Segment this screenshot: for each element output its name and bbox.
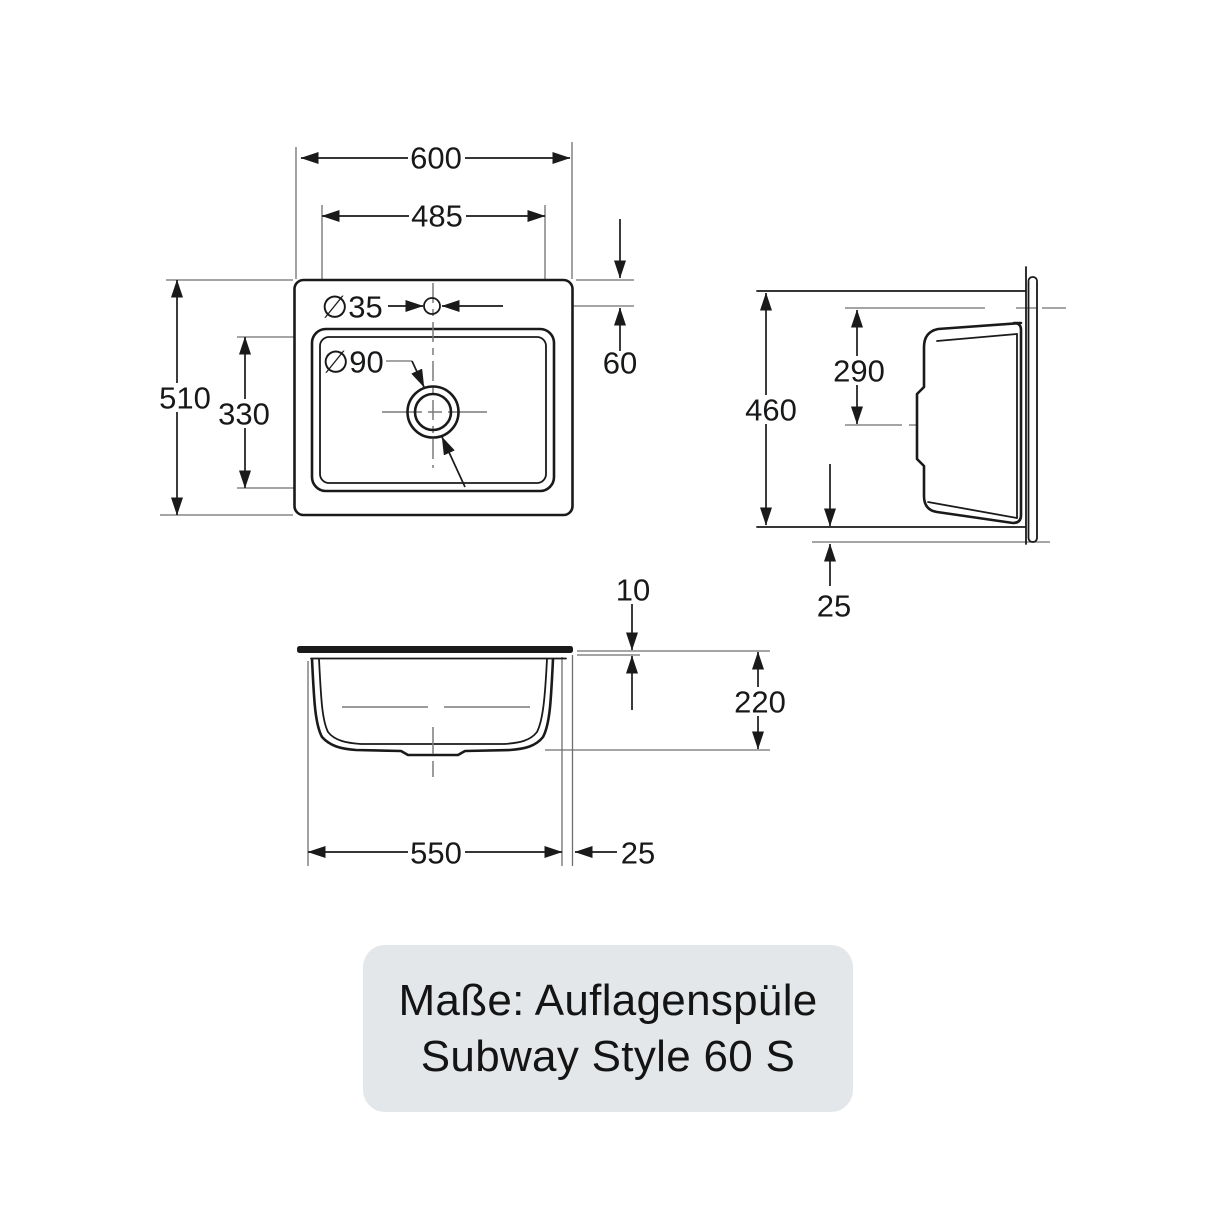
side-flange — [1027, 276, 1038, 543]
dim-plan-tap-hole-offset: 60 — [603, 346, 637, 381]
side-bowl-profile — [915, 321, 1023, 525]
caption-line-2: Subway Style 60 S — [420, 1031, 796, 1081]
caption-line-1: Maße: Auflagenspüle — [398, 975, 818, 1025]
side-view: 460 290 25 — [742, 266, 1066, 624]
dim-side-flange-offset: 25 — [817, 589, 851, 624]
front-extension-lines — [307, 650, 770, 866]
plan-drain-outer-circle — [406, 385, 460, 439]
front-bowl-outline — [310, 657, 555, 757]
dim-plan-tap-hole-diameter: ∅35 — [321, 290, 383, 325]
dim-front-rim-height: 10 — [616, 573, 650, 608]
front-view: 10 220 550 25 — [297, 573, 789, 871]
dim-plan-overall-width: 600 — [410, 141, 462, 176]
dim-plan-basin-depth: 330 — [218, 397, 270, 432]
plan-drain-inner-circle — [413, 392, 453, 432]
dim-front-basin-width: 550 — [410, 836, 462, 871]
plan-view: 600 485 510 330 ∅35 ∅90 60 — [156, 141, 637, 517]
dim-front-total-depth: 220 — [734, 685, 786, 720]
front-flange-bar — [297, 646, 573, 653]
dim-front-flange-overhang: 25 — [621, 836, 655, 871]
side-bowl-inner-lines — [927, 333, 1018, 519]
dim-side-basin-depth: 290 — [833, 354, 885, 389]
dim-side-overall-height: 460 — [745, 393, 797, 428]
plan-tap-hole — [423, 297, 441, 315]
dim-plan-basin-width: 485 — [411, 199, 463, 234]
front-center-lines — [342, 706, 530, 777]
plan-sink-outline — [293, 278, 574, 517]
caption-card: Maße: Auflagenspüle Subway Style 60 S — [363, 945, 853, 1112]
dim-plan-drain-diameter: ∅90 — [322, 345, 384, 380]
dim-plan-overall-depth: 510 — [159, 381, 211, 416]
